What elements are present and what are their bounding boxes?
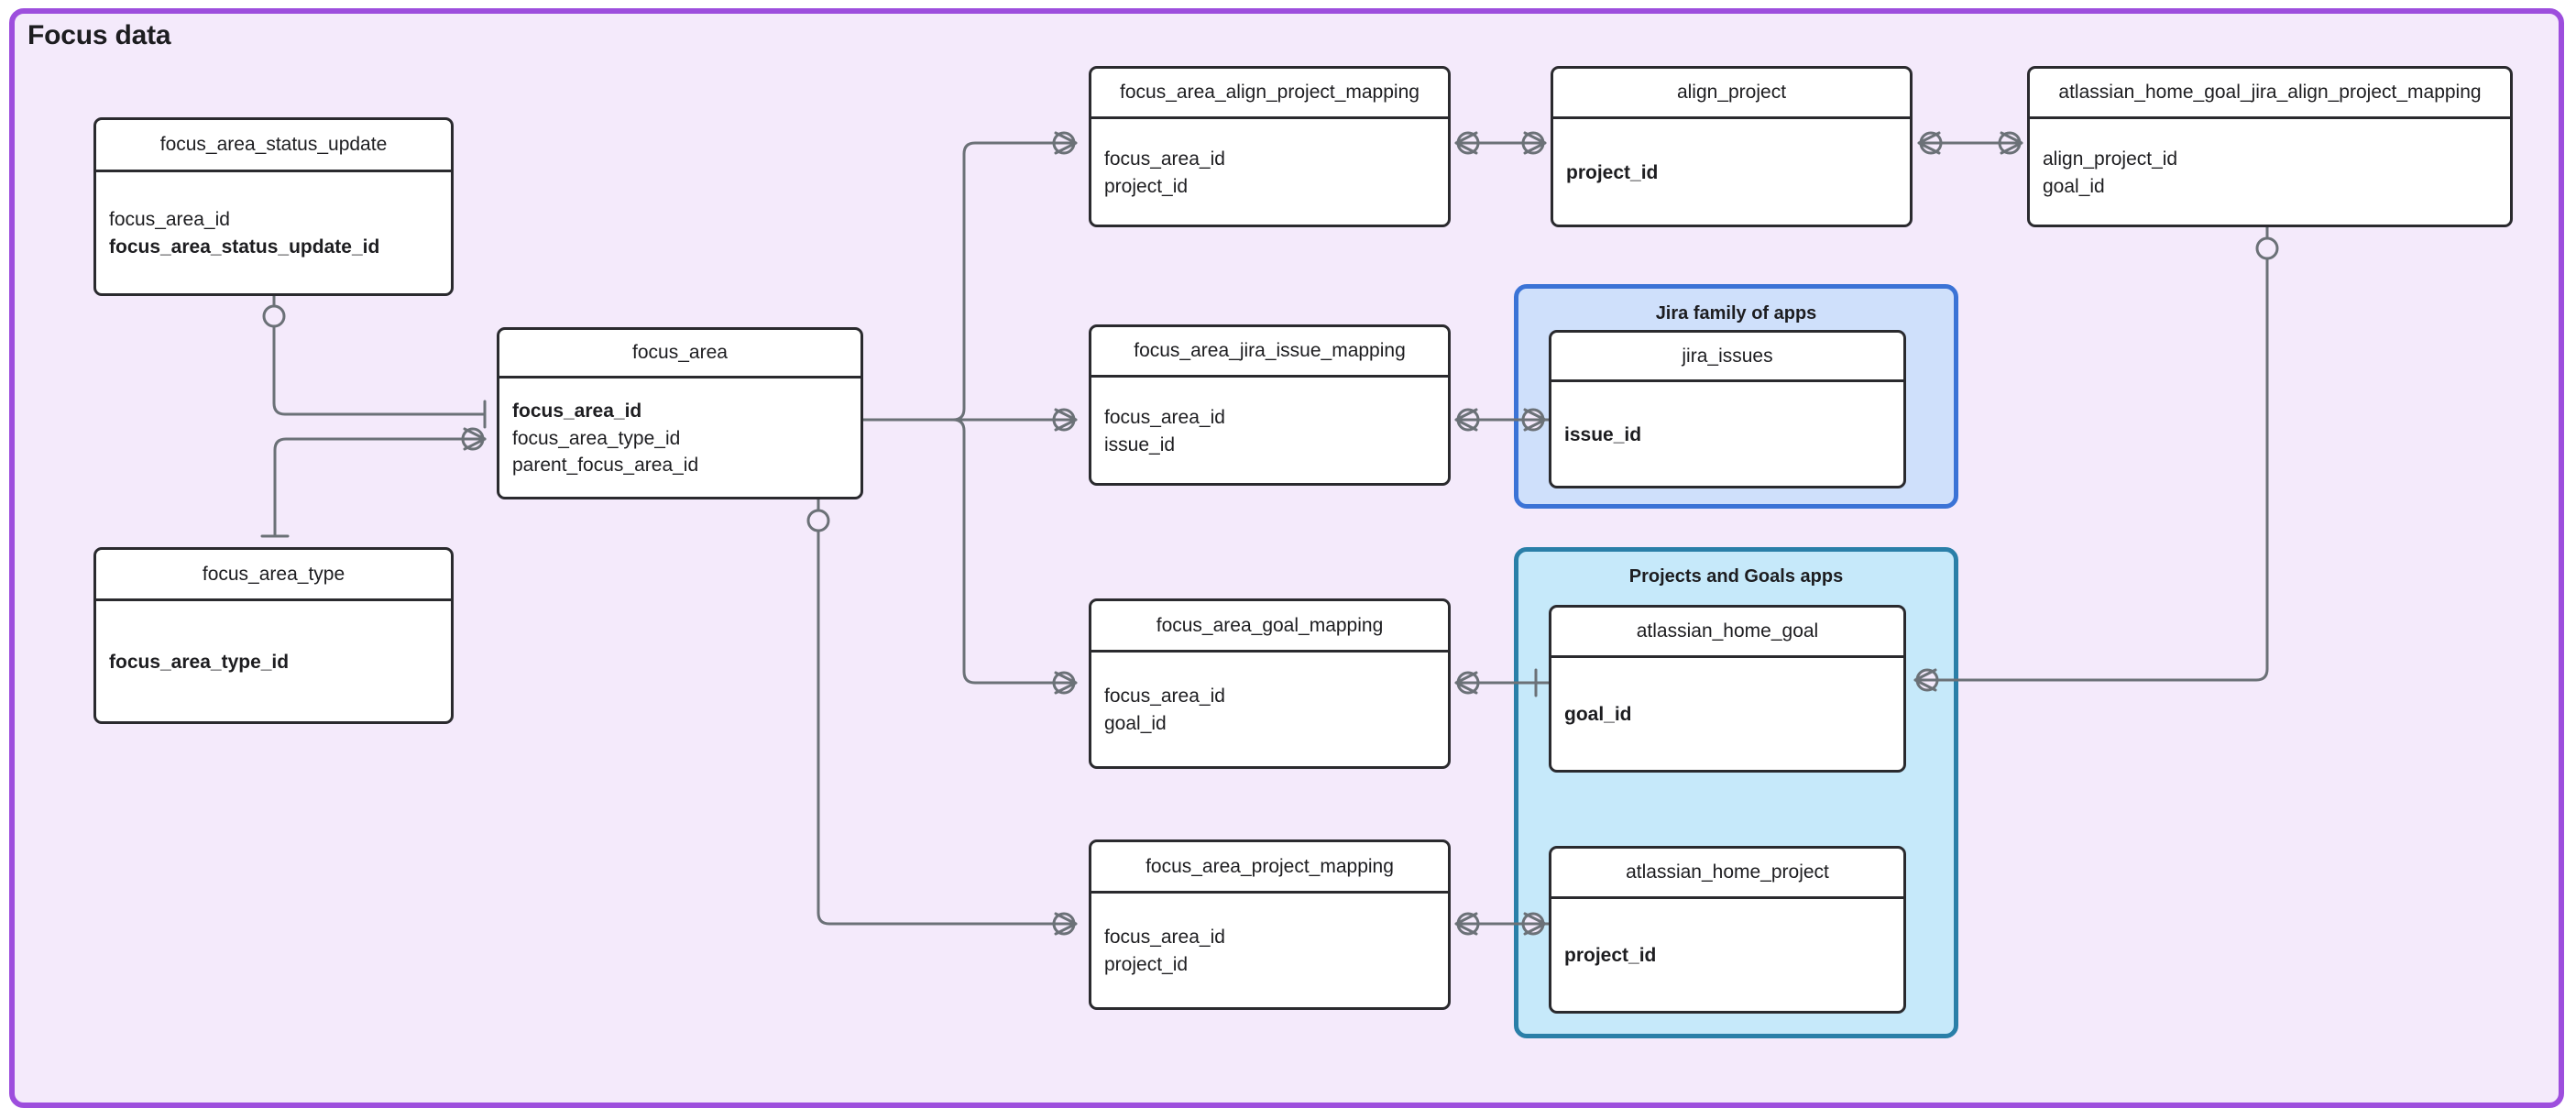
attribute-pk: project_id [1564, 945, 1657, 967]
attribute-pk: focus_area_id [512, 400, 642, 422]
attribute-pk: project_id [1566, 161, 1659, 183]
attribute: focus_area_id [1104, 927, 1225, 949]
entity-header: atlassian_home_project [1551, 849, 1903, 899]
entity-header: focus_area [499, 330, 860, 378]
attribute-pk: focus_area_status_update_id [109, 236, 380, 258]
attribute-pk: goal_id [1564, 704, 1632, 726]
attribute: project_id [1104, 175, 1189, 197]
entity-header: focus_area_align_project_mapping [1091, 69, 1448, 119]
entity-attributes: focus_area_id focus_area_type_id parent_… [499, 378, 860, 497]
attribute-pk: focus_area_type_id [109, 651, 290, 673]
attribute: focus_area_id [1104, 686, 1225, 708]
attribute: issue_id [1104, 433, 1176, 455]
entity-atlassian-home-project[interactable]: atlassian_home_project project_id [1549, 846, 1906, 1014]
entity-attributes: project_id [1553, 119, 1910, 225]
attribute: parent_focus_area_id [512, 455, 699, 477]
entity-attributes: issue_id [1551, 382, 1903, 486]
entity-header: align_project [1553, 69, 1910, 119]
entity-header: focus_area_jira_issue_mapping [1091, 327, 1448, 378]
attribute: focus_area_id [1104, 406, 1225, 428]
entity-attributes: goal_id [1551, 658, 1903, 770]
attribute: focus_area_type_id [512, 427, 681, 449]
entity-attributes: project_id [1551, 899, 1903, 1011]
page-title: Focus data [27, 20, 171, 50]
entity-focus-area-jira-issue-mapping[interactable]: focus_area_jira_issue_mapping focus_area… [1089, 324, 1451, 486]
entity-focus-area[interactable]: focus_area focus_area_id focus_area_type… [497, 327, 863, 499]
entity-header: focus_area_goal_mapping [1091, 601, 1448, 653]
attribute: focus_area_id [109, 209, 230, 231]
attribute: goal_id [2043, 175, 2105, 197]
entity-attributes: focus_area_id issue_id [1091, 378, 1448, 483]
attribute: goal_id [1104, 713, 1167, 734]
entity-focus-area-align-project-mapping[interactable]: focus_area_align_project_mapping focus_a… [1089, 66, 1451, 227]
entity-focus-area-status-update[interactable]: focus_area_status_update focus_area_id f… [93, 117, 454, 296]
entity-align-project[interactable]: align_project project_id [1551, 66, 1913, 227]
entity-attributes: focus_area_type_id [96, 601, 451, 721]
entity-attributes: focus_area_id focus_area_status_update_i… [96, 172, 451, 293]
entity-header: focus_area_type [96, 550, 451, 601]
attribute-pk: issue_id [1564, 423, 1642, 445]
group-projects-goals-title: Projects and Goals apps [1628, 566, 1844, 587]
entity-header: focus_area_project_mapping [1091, 842, 1448, 894]
entity-header: focus_area_status_update [96, 120, 451, 172]
entity-focus-area-project-mapping[interactable]: focus_area_project_mapping focus_area_id… [1089, 839, 1451, 1010]
attribute: focus_area_id [1104, 148, 1225, 170]
entity-attributes: focus_area_id project_id [1091, 119, 1448, 225]
entity-focus-area-type[interactable]: focus_area_type focus_area_type_id [93, 547, 454, 724]
entity-atlassian-home-goal[interactable]: atlassian_home_goal goal_id [1549, 605, 1906, 773]
entity-header: atlassian_home_goal [1551, 608, 1903, 658]
attribute: align_project_id [2043, 148, 2178, 170]
entity-attributes: focus_area_id goal_id [1091, 653, 1448, 766]
group-jira-family-title: Jira family of apps [1655, 303, 1817, 324]
entity-header: atlassian_home_goal_jira_align_project_m… [2030, 69, 2510, 119]
entity-attributes: focus_area_id project_id [1091, 894, 1448, 1007]
attribute: project_id [1104, 954, 1189, 975]
entity-attributes: align_project_id goal_id [2030, 119, 2510, 225]
entity-jira-issues[interactable]: jira_issues issue_id [1549, 330, 1906, 488]
entity-atlassian-home-goal-jira-align-project-mapping[interactable]: atlassian_home_goal_jira_align_project_m… [2027, 66, 2513, 227]
entity-focus-area-goal-mapping[interactable]: focus_area_goal_mapping focus_area_id go… [1089, 598, 1451, 769]
entity-header: jira_issues [1551, 333, 1903, 382]
